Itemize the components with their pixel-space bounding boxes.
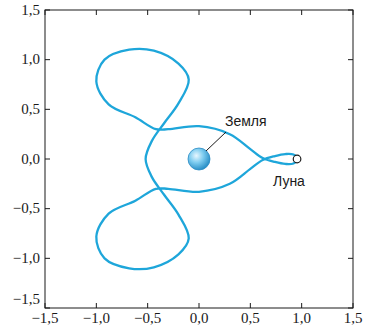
x-tick-label: 0,5 [241, 311, 260, 326]
plot-frame [45, 10, 353, 308]
x-tick-label: 0,0 [190, 311, 209, 326]
earth-sphere [188, 148, 210, 170]
orbit-curve [96, 49, 297, 269]
x-tick-label: 1,0 [292, 311, 311, 326]
x-tick-label: −1,5 [31, 311, 58, 326]
y-tick-label: −0,5 [13, 201, 40, 216]
x-tick-label: 1,5 [344, 311, 363, 326]
leader-line [206, 132, 226, 151]
axis-ticks [45, 10, 353, 308]
moon-marker [293, 155, 301, 163]
y-tick-label: −1,5 [13, 292, 40, 307]
y-tick-label: 1,5 [21, 3, 40, 18]
body-label: Луна [273, 174, 305, 188]
x-tick-label: −1,0 [83, 311, 110, 326]
y-tick-label: 0,5 [21, 102, 40, 117]
y-tick-label: 0,0 [21, 152, 40, 167]
y-tick-label: −1,0 [13, 251, 40, 266]
x-tick-label: −0,5 [134, 311, 161, 326]
body-label: Земля [225, 114, 267, 128]
y-tick-label: 1,0 [21, 52, 40, 67]
